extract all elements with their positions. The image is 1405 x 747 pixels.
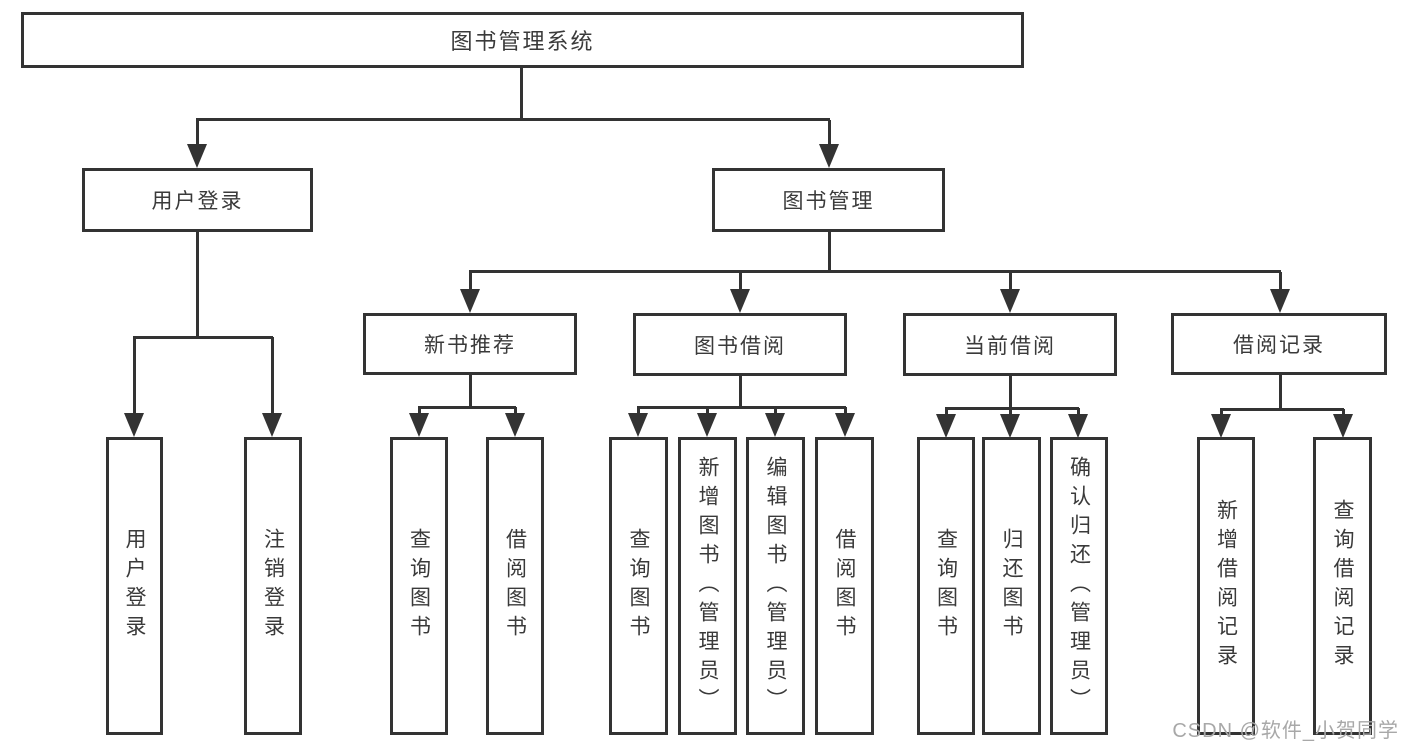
connector-drop: [945, 408, 948, 416]
leaf-add-borrow-record: 新增借阅记录: [1197, 437, 1255, 735]
arrow-down: [1000, 289, 1020, 313]
connector-level3-bus: [469, 270, 1281, 273]
connector-drop: [271, 337, 274, 413]
arrow-down: [730, 289, 750, 313]
node-user-login-label: 用户登录: [151, 190, 244, 213]
arrow-down: [936, 414, 956, 438]
connector-drop: [133, 337, 136, 413]
arrow-down: [1211, 414, 1231, 438]
leaf-edit-books-admin: 编辑图书（管理员）: [746, 437, 805, 735]
leaf-query-borrow-record-label: 查询借阅记录: [1331, 499, 1354, 673]
arrow-down: [460, 289, 480, 313]
watermark: CSDN @软件_小贺同学: [1172, 720, 1399, 742]
connector-drop: [706, 407, 709, 415]
arrow-down: [1068, 414, 1088, 438]
node-borrowing-records: 借阅记录: [1171, 313, 1387, 375]
node-book-management-label: 图书管理: [782, 190, 875, 213]
node-book-borrowing-label: 图书借阅: [694, 334, 786, 358]
connector-stem: [196, 232, 199, 337]
node-current-borrowing-label: 当前借阅: [964, 334, 1056, 358]
connector-drop: [1342, 409, 1345, 416]
leaf-borrow-books-label: 借阅图书: [833, 528, 856, 644]
leaf-confirm-return-admin-label: 确认归还（管理员）: [1067, 455, 1091, 717]
node-root-label: 图书管理系统: [450, 29, 595, 54]
leaf-query-books-recommend: 查询图书: [390, 437, 448, 735]
connector-stem: [1009, 376, 1012, 408]
arrow-down: [124, 413, 144, 437]
leaf-return-books: 归还图书: [982, 437, 1041, 735]
connector-drop: [774, 407, 777, 415]
node-borrowing-records-label: 借阅记录: [1233, 334, 1325, 357]
arrow-down: [765, 413, 785, 437]
arrow-down: [1333, 414, 1353, 438]
connector-drop: [1009, 272, 1012, 290]
node-book-management: 图书管理: [712, 168, 945, 232]
connector-level2-bus: [196, 118, 830, 121]
arrow-down: [409, 413, 429, 437]
connector-bus: [133, 336, 273, 339]
arrow-down: [262, 413, 282, 437]
arrow-down: [187, 144, 207, 168]
leaf-query-books-current-label: 查询图书: [934, 528, 958, 644]
arrow-down: [697, 413, 717, 437]
connector-bus: [1220, 408, 1344, 411]
arrow-down: [628, 413, 648, 437]
connector-drop: [514, 407, 517, 415]
connector-bus: [637, 406, 846, 409]
connector-root-stem: [520, 68, 523, 120]
leaf-add-borrow-record-label: 新增借阅记录: [1214, 499, 1238, 673]
connector-stem: [828, 232, 831, 272]
connector-drop: [1077, 408, 1080, 416]
connector-stem: [1279, 375, 1282, 410]
leaf-borrow-books-recommend: 借阅图书: [486, 437, 544, 735]
connector-drop: [418, 407, 421, 415]
leaf-query-books-current: 查询图书: [917, 437, 975, 735]
connector-drop: [1220, 409, 1223, 416]
arrow-down: [819, 144, 839, 168]
connector-drop: [828, 120, 831, 148]
leaf-query-books-borrow: 查询图书: [609, 437, 668, 735]
connector-drop: [469, 272, 472, 290]
connector-stem: [739, 376, 742, 407]
leaf-logout-label: 注销登录: [261, 528, 285, 644]
connector-bus: [945, 407, 1079, 410]
connector-drop: [196, 120, 199, 148]
leaf-query-borrow-record: 查询借阅记录: [1313, 437, 1372, 735]
leaf-borrow-books-recommend-label: 借阅图书: [503, 528, 527, 644]
leaf-user-login-label: 用户登录: [123, 528, 146, 644]
leaf-query-books-recommend-label: 查询图书: [407, 528, 431, 644]
leaf-return-books-label: 归还图书: [1000, 528, 1023, 644]
arrow-down: [1270, 289, 1290, 313]
connector-drop: [739, 272, 742, 290]
leaf-query-books-borrow-label: 查询图书: [627, 528, 650, 644]
leaf-add-books-admin-label: 新增图书（管理员）: [696, 455, 719, 717]
connector-stem: [469, 375, 472, 407]
leaf-logout: 注销登录: [244, 437, 302, 735]
arrow-down: [1000, 414, 1020, 438]
connector-drop: [844, 407, 847, 415]
connector-drop: [637, 407, 640, 415]
node-book-borrowing: 图书借阅: [633, 313, 847, 376]
node-new-book-recommendation: 新书推荐: [363, 313, 577, 375]
leaf-edit-books-admin-label: 编辑图书（管理员）: [764, 455, 787, 717]
node-user-login: 用户登录: [82, 168, 313, 232]
arrow-down: [835, 413, 855, 437]
arrow-down: [505, 413, 525, 437]
node-root: 图书管理系统: [21, 12, 1024, 68]
leaf-confirm-return-admin: 确认归还（管理员）: [1050, 437, 1108, 735]
node-current-borrowing: 当前借阅: [903, 313, 1117, 376]
connector-drop: [1009, 408, 1012, 416]
connector-bus: [418, 406, 516, 409]
connector-drop: [1279, 272, 1282, 290]
leaf-add-books-admin: 新增图书（管理员）: [678, 437, 737, 735]
leaf-borrow-books: 借阅图书: [815, 437, 874, 735]
node-new-book-recommendation-label: 新书推荐: [424, 334, 516, 357]
leaf-user-login: 用户登录: [106, 437, 163, 735]
